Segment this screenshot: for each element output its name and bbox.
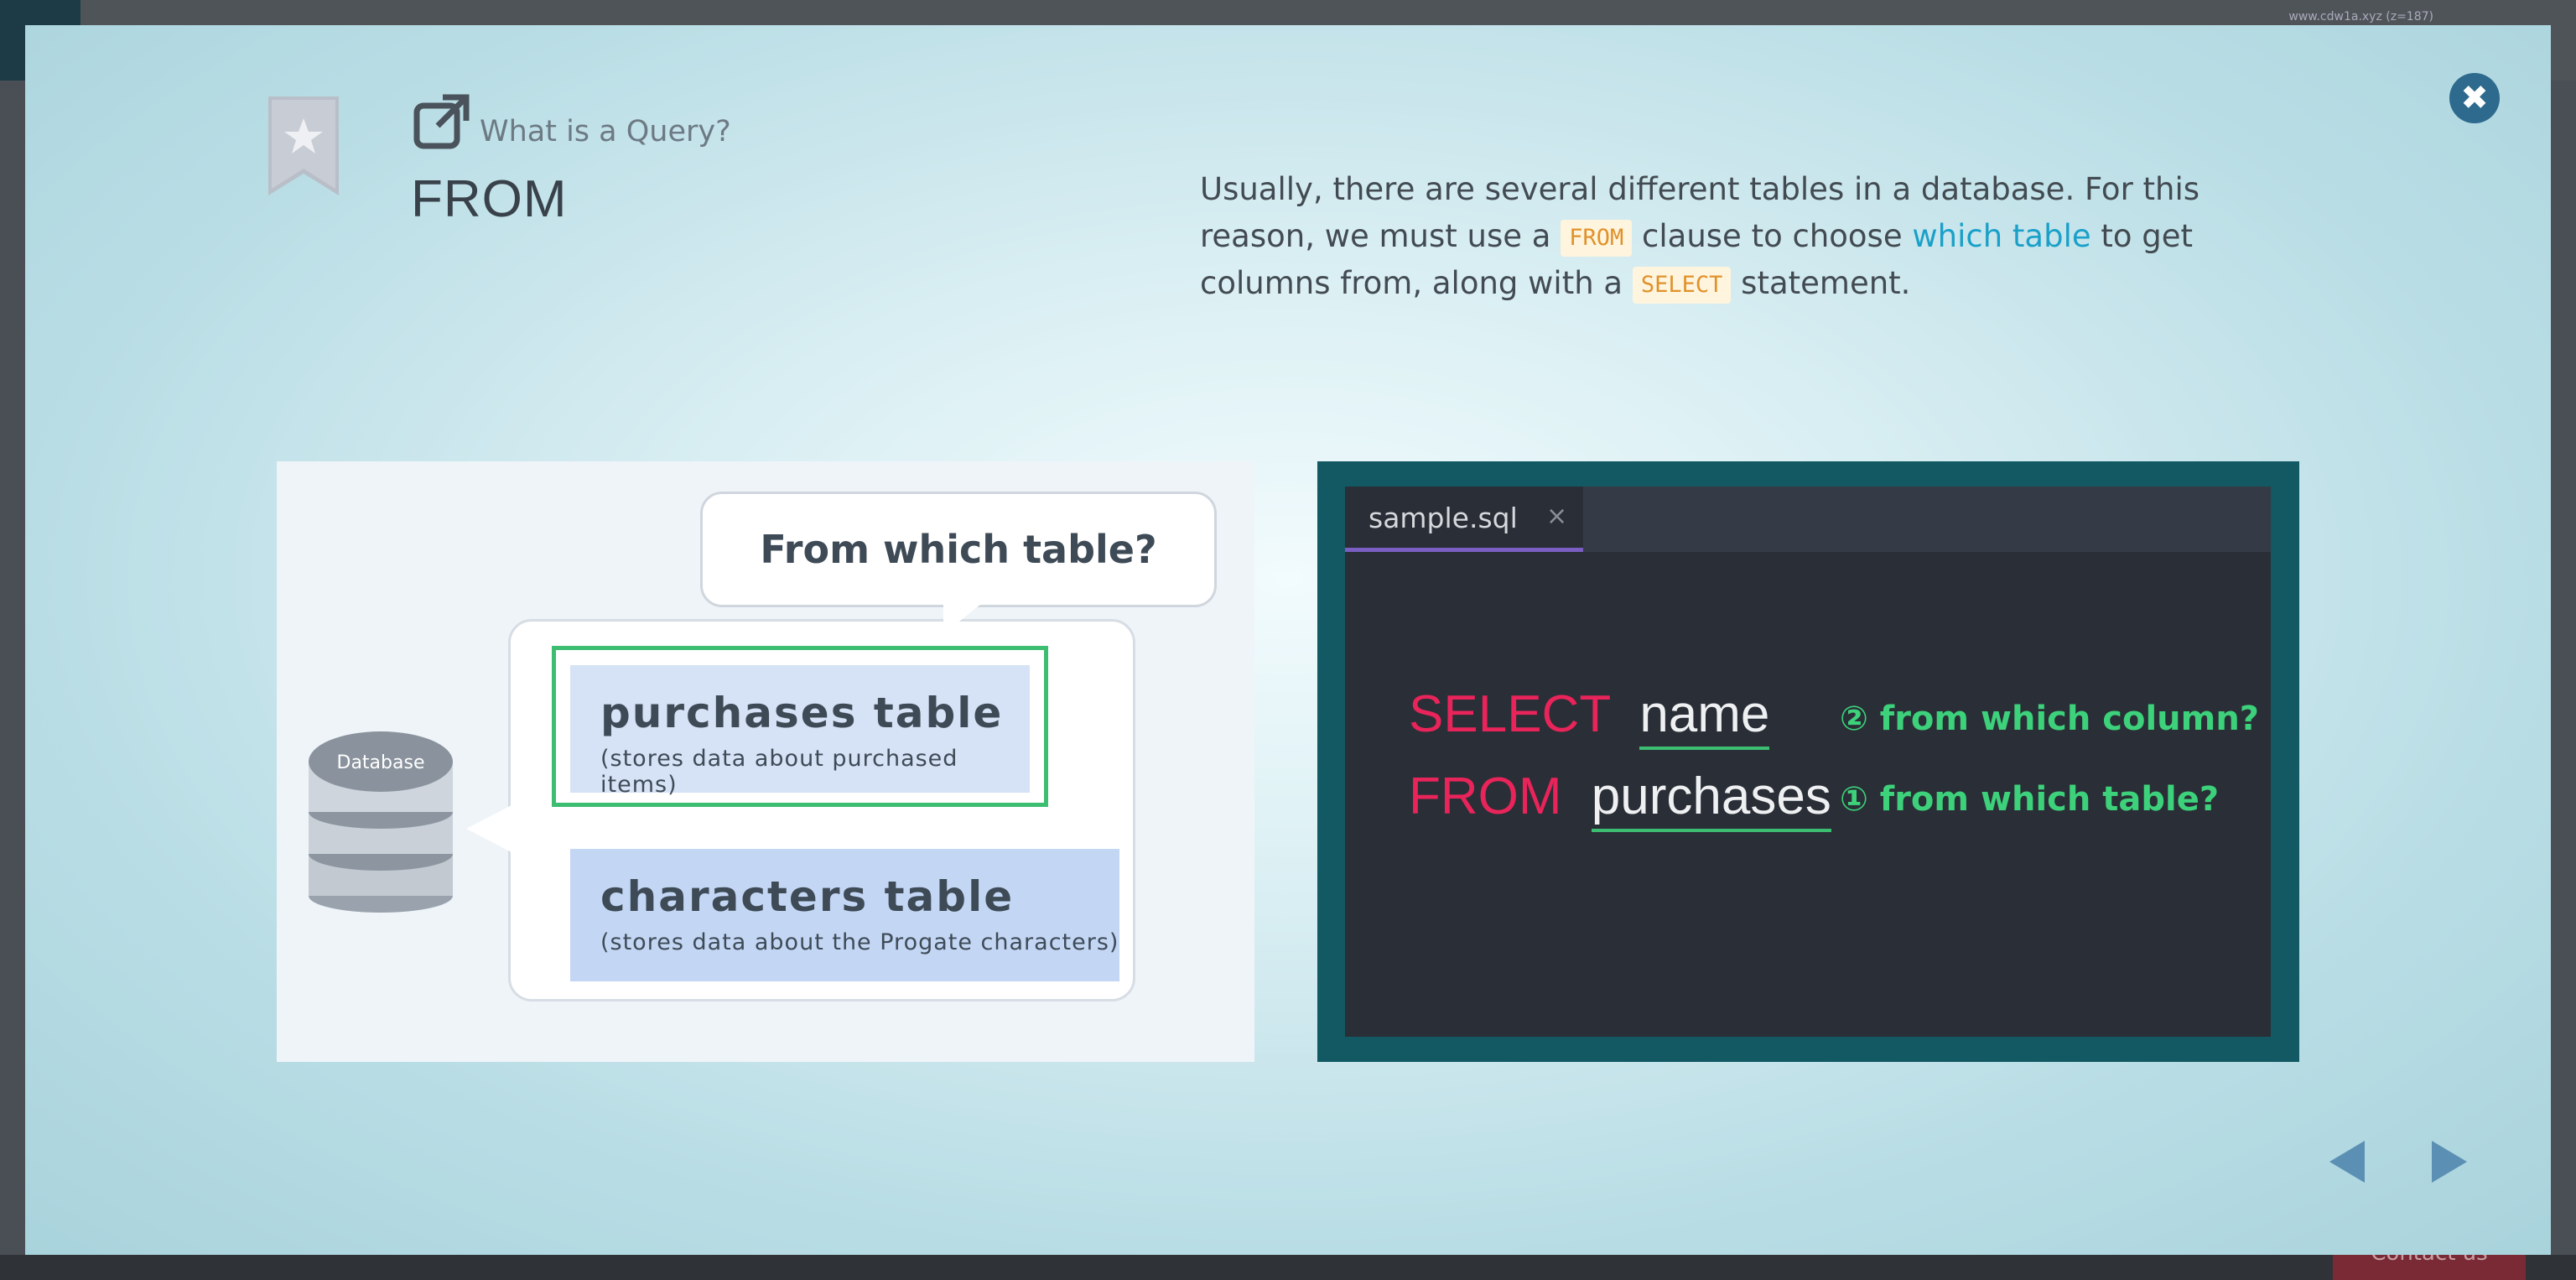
description-part3: to get columns from, along with a: [1200, 218, 2194, 301]
sql-keyword-from: FROM: [1409, 767, 1562, 825]
code-editor: sample.sql × SELECT name ② from which co…: [1345, 487, 2271, 1037]
tab-label: sample.sql: [1368, 502, 1518, 534]
sql-keyword-select: SELECT: [1409, 685, 1611, 743]
selected-table-frame: [552, 646, 1048, 807]
page-title: FROM: [411, 170, 568, 228]
sql-column-name: name: [1639, 685, 1770, 750]
database-diagram: From which table? purchases table (store…: [277, 461, 1254, 1062]
breadcrumb: What is a Query?: [480, 115, 731, 148]
description-text: Usually, there are several different tab…: [1200, 166, 2215, 307]
purchases-table-card: purchases table (stores data about purch…: [570, 665, 1030, 798]
slide-modal: ✖ What is a Query? FROM Usually, there a…: [25, 25, 2551, 1255]
code-from: FROM: [1561, 220, 1633, 257]
description-part1: Usually, there are several different tab…: [1200, 171, 2200, 254]
editor-tabbar: sample.sql ×: [1345, 487, 2271, 552]
question-bubble: From which table?: [700, 492, 1217, 607]
tables-bubble-tail: [466, 805, 512, 852]
database-icon: Database: [309, 731, 453, 913]
tab-sample-sql[interactable]: sample.sql ×: [1345, 487, 1583, 552]
code-line-from: FROM purchases: [1409, 767, 1831, 832]
description-highlight: which table: [1912, 218, 2091, 254]
table-subtitle: (stores data about purchased items): [600, 746, 958, 798]
tab-close-icon[interactable]: ×: [1546, 502, 1568, 531]
description-part4: statement.: [1731, 265, 1911, 301]
sql-table-name: purchases: [1591, 767, 1831, 832]
table-subtitle: (stores data about the Progate character…: [600, 929, 1119, 955]
table-title: characters table: [600, 872, 1015, 921]
characters-table-card: characters table (stores data about the …: [570, 849, 1119, 981]
table-note: ① from which table?: [1840, 780, 2220, 819]
close-icon: ✖: [2460, 79, 2489, 117]
bookmark-icon[interactable]: [268, 96, 339, 195]
question-bubble-tail: [943, 601, 985, 634]
background-user-text: www.cdw1a.xyz (z=187): [2288, 10, 2433, 23]
sql-editor-figure: sample.sql × SELECT name ② from which co…: [1317, 461, 2299, 1062]
arrow-right-icon[interactable]: [2432, 1141, 2467, 1183]
background-bottom-bar: [0, 1255, 2576, 1280]
code-line-select: SELECT name: [1409, 684, 1770, 750]
table-title: purchases table: [600, 689, 1004, 737]
code-select: SELECT: [1632, 267, 1732, 304]
close-button[interactable]: ✖: [2449, 73, 2500, 123]
column-note: ② from which column?: [1840, 700, 2259, 738]
description-part2: clause to choose: [1632, 218, 1913, 254]
arrow-left-icon[interactable]: [2329, 1141, 2365, 1183]
database-label: Database: [337, 752, 425, 773]
external-link-icon[interactable]: [413, 92, 471, 151]
